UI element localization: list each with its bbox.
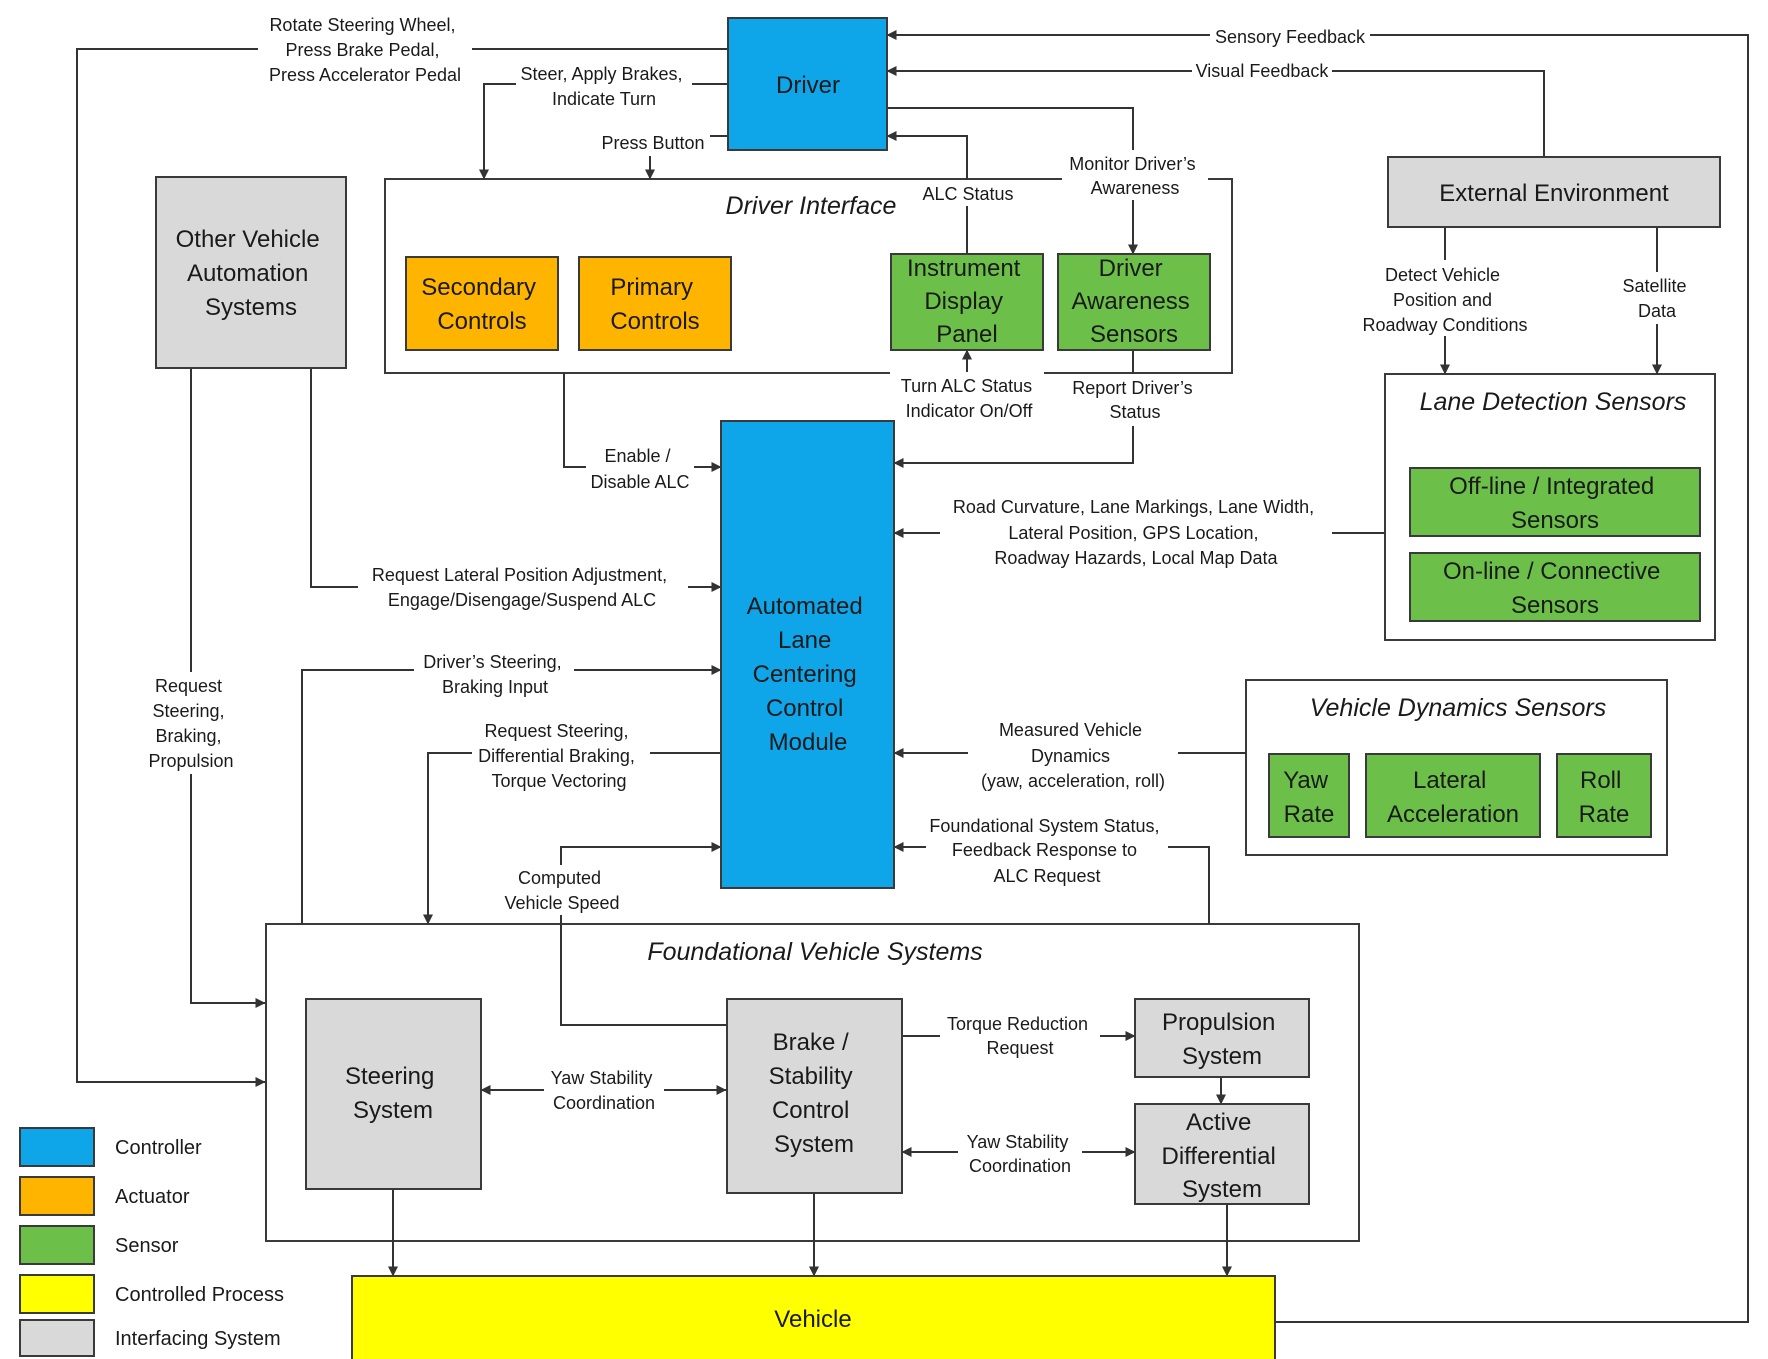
label-request-lateral: Request Lateral Position Adjustment, Eng… (372, 565, 672, 610)
label-alc-status: ALC Status (922, 184, 1013, 204)
other-vehicle-automation-label: Other Vehicle Automation Systems (176, 226, 327, 321)
driver-block (727, 17, 888, 151)
arrow-computed-speed (560, 842, 727, 1026)
driver-label: Driver (776, 72, 840, 99)
label-yaw-stability-2: Yaw Stability Coordination (967, 1132, 1074, 1176)
other-vehicle-automation-block (155, 176, 347, 369)
label-yaw-stability-1: Yaw Stability Coordination (551, 1068, 658, 1113)
foundational-vehicle-systems-title: Foundational Vehicle Systems (647, 938, 982, 966)
label-press-button: Press Button (601, 133, 704, 153)
label-measured-dynamics: Measured Vehicle Dynamics (yaw, accelera… (981, 720, 1165, 791)
label-satellite-data: Satellite Data (1622, 276, 1691, 321)
legend: Controller Actuator Sensor Controlled Pr… (19, 1127, 284, 1357)
legend-label-controlled-process: Controlled Process (115, 1284, 284, 1306)
steering-system-block (305, 998, 482, 1190)
label-computed-speed: Computed Vehicle Speed (504, 868, 619, 913)
driver-interface-title: Driver Interface (726, 192, 897, 220)
online-connective-sensors-label: On-line / Connective Sensors (1443, 558, 1667, 619)
active-differential-label: Active Differential System (1162, 1109, 1283, 1203)
label-report-status: Report Driver’s Status (1072, 378, 1197, 422)
label-visual-feedback: Visual Feedback (1196, 61, 1330, 81)
secondary-controls-block (405, 256, 559, 351)
vehicle-block (351, 1275, 1276, 1359)
label-steer-apply: Steer, Apply Brakes, Indicate Turn (520, 64, 687, 109)
label-rotate-steering: Rotate Steering Wheel, Press Brake Pedal… (269, 15, 461, 85)
alc-module-block (720, 420, 895, 889)
label-enable-disable: Enable / Disable ALC (590, 446, 689, 492)
lateral-acceleration-block (1365, 753, 1541, 838)
legend-swatch-actuator (19, 1176, 95, 1216)
offline-integrated-sensors-block (1409, 467, 1701, 537)
alc-module-label: Automated Lane Centering Control Module (747, 593, 870, 756)
legend-label-sensor: Sensor (115, 1235, 179, 1257)
propulsion-system-block (1134, 998, 1310, 1078)
driver-awareness-sensors-block (1057, 253, 1211, 351)
label-drivers-steering: Driver’s Steering, Braking Input (423, 652, 566, 697)
arrow-drivers-steering (301, 665, 722, 924)
roll-rate-block (1556, 753, 1652, 838)
offline-integrated-sensors-label: Off-line / Integrated Sensors (1449, 473, 1661, 534)
roll-rate-label: Roll Rate (1579, 767, 1630, 828)
steering-system-label: Steering System (345, 1063, 441, 1124)
legend-swatch-controlled-process (19, 1274, 95, 1314)
legend-label-actuator: Actuator (115, 1186, 190, 1208)
legend-label-controller: Controller (115, 1137, 202, 1159)
legend-label-interfacing-system: Interfacing System (115, 1328, 281, 1350)
arrow-request-sbp (190, 368, 266, 1008)
primary-controls-label: Primary Controls (610, 274, 699, 335)
instrument-display-panel-label: Instrument Display Panel (907, 255, 1027, 348)
yaw-rate-label: Yaw Rate (1283, 767, 1335, 828)
label-foundational-status: Foundational System Status, Feedback Res… (929, 816, 1164, 886)
label-monitor-awareness: Monitor Driver’s Awareness (1069, 154, 1200, 198)
lane-detection-sensors-title: Lane Detection Sensors (1420, 388, 1687, 416)
primary-controls-block (578, 256, 732, 351)
secondary-controls-label: Secondary Controls (421, 274, 542, 335)
legend-swatch-controller (19, 1127, 95, 1167)
label-sensory-feedback: Sensory Feedback (1215, 27, 1366, 47)
label-torque-reduction: Torque Reduction Request (947, 1014, 1093, 1058)
external-environment-label: External Environment (1439, 180, 1669, 207)
label-request-sbp: Request Steering, Braking, Propulsion (148, 676, 233, 771)
legend-swatch-interfacing-system (19, 1319, 95, 1357)
active-differential-block (1134, 1103, 1310, 1205)
online-connective-sensors-block (1409, 552, 1701, 622)
lateral-acceleration-label: Lateral Acceleration (1387, 767, 1519, 828)
vehicle-dynamics-sensors-title: Vehicle Dynamics Sensors (1310, 694, 1606, 722)
vehicle-label: Vehicle (774, 1306, 851, 1333)
label-road-curvature: Road Curvature, Lane Markings, Lane Widt… (953, 497, 1319, 568)
external-environment-block (1387, 156, 1721, 228)
label-turn-alc-indicator: Turn ALC Status Indicator On/Off (901, 376, 1037, 421)
edge-labels: Rotate Steering Wheel, Press Brake Pedal… (140, 10, 1698, 1180)
brake-stability-label: Brake / Stability Control System (769, 1029, 860, 1158)
yaw-rate-block (1268, 753, 1350, 838)
instrument-display-panel-block (890, 253, 1044, 351)
arrow-visual-feedback (886, 66, 1545, 157)
arrow-alc-status (886, 131, 968, 254)
label-request-steering-diff: Request Steering, Differential Braking, … (478, 721, 640, 791)
arrow-monitor-awareness (887, 107, 1138, 255)
label-detect-vehicle: Detect Vehicle Position and Roadway Cond… (1362, 265, 1527, 335)
propulsion-system-label: Propulsion System (1162, 1009, 1282, 1070)
driver-awareness-sensors-label: Driver Awareness Sensors (1072, 255, 1197, 348)
legend-swatch-sensor (19, 1225, 95, 1265)
brake-stability-block (726, 998, 903, 1194)
